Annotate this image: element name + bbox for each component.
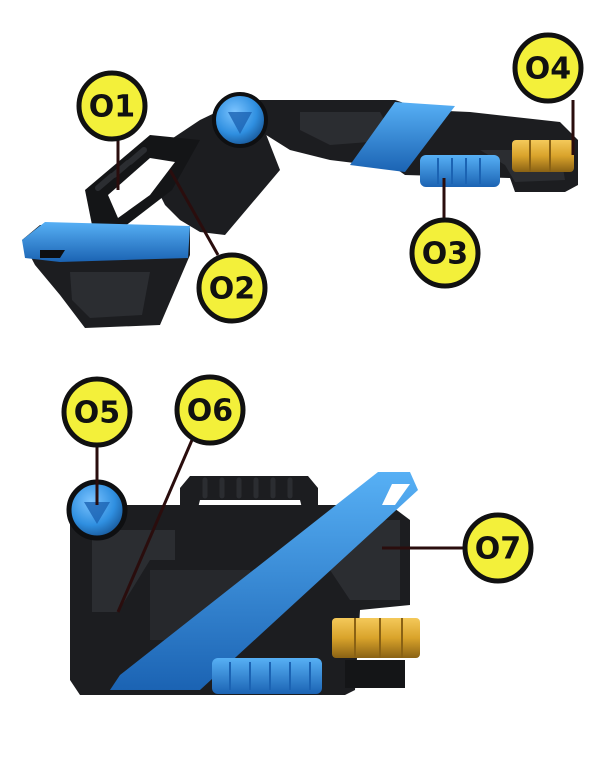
weapon-bow-mode (22, 92, 578, 328)
callout-badge (196, 252, 268, 324)
leader-lines (95, 100, 575, 613)
case-blue-stripe (110, 472, 418, 690)
callout-04: O4 (512, 32, 584, 104)
callout-badge (512, 32, 584, 104)
callout-label: O6 (187, 394, 233, 429)
callout-05: O5 (61, 376, 133, 448)
callout-badge (174, 374, 246, 446)
bow-stock-panel (70, 272, 150, 318)
callout-label: O4 (525, 52, 571, 87)
callout-label: O7 (475, 532, 521, 567)
callout-label: O2 (209, 272, 255, 307)
muzzle-icon (512, 140, 574, 172)
callout-label: O1 (89, 90, 135, 125)
callout-02: O2 (196, 252, 268, 324)
callout-badge (462, 512, 534, 584)
weapon-case-mode (66, 472, 420, 695)
bow-stock-blue (22, 222, 190, 262)
callout-badge (61, 376, 133, 448)
callout-06: O6 (174, 374, 246, 446)
leader-line-02 (168, 169, 220, 256)
leader-line-06 (116, 439, 194, 613)
callout-label: O3 (422, 237, 468, 272)
callout-07: O7 (462, 512, 534, 584)
callout-label: O5 (74, 396, 120, 431)
case-inner-panel (92, 530, 175, 612)
bow-blue-stripe (350, 102, 455, 172)
muzzle-icon (332, 618, 420, 658)
trigger-icon (420, 155, 500, 187)
callout-03: O3 (409, 217, 481, 289)
callout-01: O1 (76, 70, 148, 142)
callout-badge (409, 217, 481, 289)
trigger-icon (212, 658, 322, 694)
case-handle (180, 476, 318, 520)
callout-badge (76, 70, 148, 142)
